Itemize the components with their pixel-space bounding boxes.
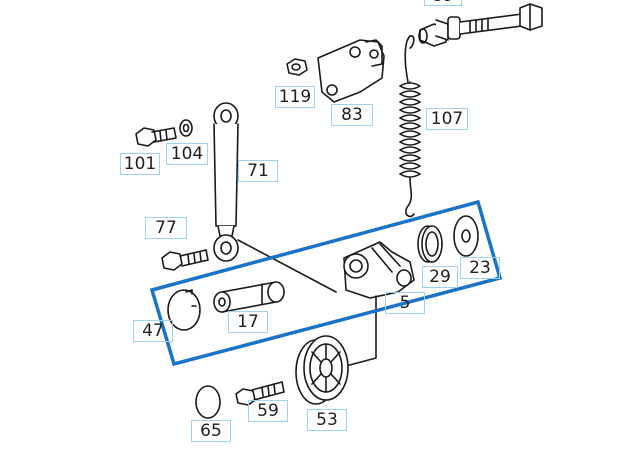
callout-71[interactable]: 71 [238,160,278,182]
bushing-29-part[interactable] [417,225,443,263]
callout-89[interactable]: 89 [424,0,462,6]
callout-119[interactable]: 119 [275,86,315,108]
callout-101[interactable]: 101 [120,153,160,175]
callout-77[interactable]: 77 [145,217,187,239]
tensioner-arm-5-part[interactable] [343,241,415,367]
bolt-89-part[interactable] [418,3,543,47]
callout-104[interactable]: 104 [166,143,208,165]
bolt-77-part[interactable] [161,249,209,271]
pin-17-part[interactable] [213,281,285,313]
callout-23[interactable]: 23 [460,257,500,279]
callout-65[interactable]: 65 [191,420,231,442]
callout-47[interactable]: 47 [133,320,173,342]
callout-83[interactable]: 83 [331,104,373,126]
callout-29[interactable]: 29 [422,266,458,288]
spring-107-part[interactable] [399,35,421,218]
cap-47-part[interactable] [167,289,201,331]
nut-119-part[interactable] [286,58,308,76]
callout-59[interactable]: 59 [248,400,288,422]
callout-17[interactable]: 17 [228,311,268,333]
bracket-83-part[interactable] [317,39,385,103]
washer-104-part[interactable] [179,119,193,137]
callout-53[interactable]: 53 [307,409,347,431]
tensioner-group-highlight [149,199,503,367]
pulley-53-part[interactable] [295,335,349,405]
bolt-101-part[interactable] [135,127,177,147]
callout-107[interactable]: 107 [426,108,468,130]
washer-23-part[interactable] [453,215,479,257]
damper-71-part[interactable] [213,102,239,262]
cap-65-part[interactable] [195,385,221,419]
callout-5[interactable]: 5 [385,292,425,314]
